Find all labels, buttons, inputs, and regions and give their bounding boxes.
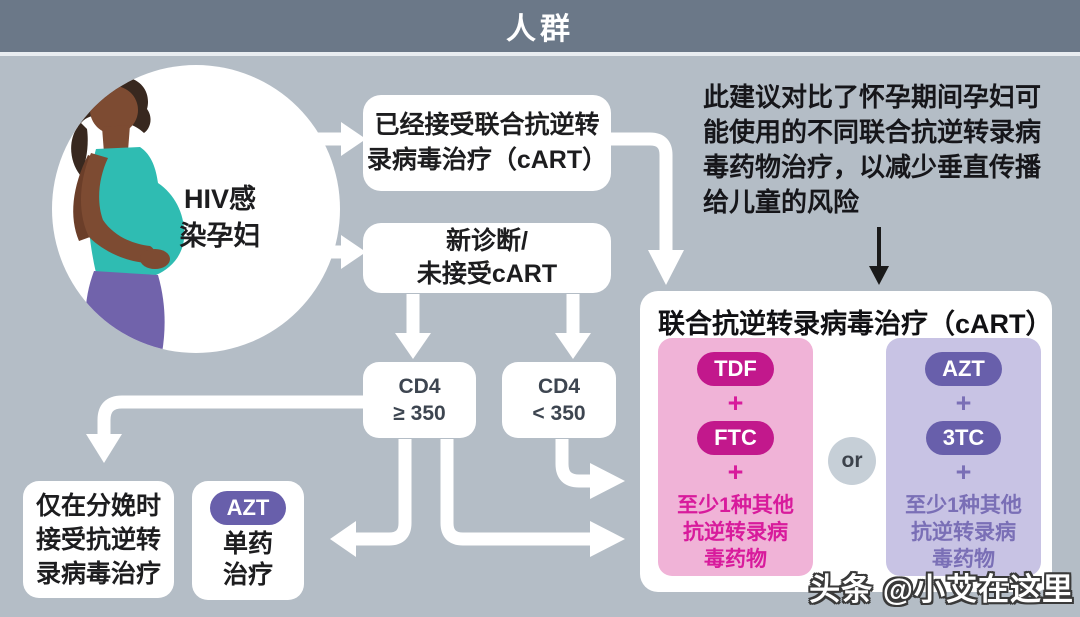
plus-sign: + [727, 388, 744, 418]
node-art-at-delivery-only: 仅在分娩时 接受抗逆转 录病毒治疗 [23, 481, 174, 598]
cart-option-b: AZT + 3TC + 至少1种其他 抗逆转录病 毒药物 [886, 338, 1041, 576]
arrowhead [555, 333, 591, 359]
node-newly-diagnosed: 新诊断/ 未接受cART [363, 223, 611, 293]
node-label: CD4 < 350 [532, 375, 586, 425]
node-label: 已经接受联合抗逆转 录病毒治疗（cART） [366, 111, 608, 174]
patient-label: HIV感 染孕妇 [179, 184, 261, 251]
hand [140, 249, 170, 269]
hair-curl [71, 123, 88, 175]
node-label: 新诊断/ 未接受cART [416, 227, 558, 288]
arrow-cd4high-to-delivery [97, 395, 364, 434]
arrowhead [86, 434, 122, 463]
azt-pill: AZT [925, 352, 1002, 386]
node-already-on-cart: 已经接受联合抗逆转 录病毒治疗（cART） [363, 95, 611, 191]
cart-title: 联合抗逆转录病毒治疗（cART） [658, 309, 1053, 339]
neck [102, 125, 130, 153]
tdf-pill: TDF [697, 352, 774, 386]
or-badge: or [828, 437, 876, 485]
arrow-oncart-to-cart [610, 132, 673, 252]
azt-pill: AZT [209, 490, 287, 525]
header-divider [0, 52, 1080, 56]
node-label: 仅在分娩时 接受抗逆转 录病毒治疗 [35, 491, 161, 588]
ftc-pill: FTC [697, 421, 774, 455]
plus-sign: + [955, 388, 972, 418]
arrowhead [341, 122, 366, 156]
arrow-cd4high-to-mono [356, 439, 412, 546]
arrow-cd4high-to-cart [440, 439, 590, 546]
other-drugs-label: 至少1种其他 抗逆转录病 毒药物 [905, 494, 1022, 571]
node-cd4-below-350: CD4 < 350 [502, 362, 616, 438]
arrowhead [590, 521, 625, 557]
arrowhead [869, 266, 889, 285]
node-azt-monotherapy: AZT 单药 治疗 [192, 481, 304, 600]
arrow-cd4low-to-cart [555, 439, 590, 488]
cart-option-a: TDF + FTC + 至少1种其他 抗逆转录病 毒药物 [658, 338, 813, 576]
recommendation-note: 此建议对比了怀孕期间孕妇可 能使用的不同联合抗逆转录病 毒药物治疗，以减少垂直传… [703, 82, 1042, 217]
pregnant-woman-illustration [71, 77, 185, 353]
arrowhead [395, 333, 431, 359]
plus-sign: + [727, 457, 744, 487]
arrowhead [648, 250, 684, 285]
front-arm [80, 153, 156, 263]
arrowhead [590, 463, 625, 499]
plus-sign: + [955, 457, 972, 487]
other-drugs-label: 至少1种其他 抗逆转录病 毒药物 [677, 494, 794, 571]
page-title: 人群 [506, 13, 574, 46]
arrowhead [341, 235, 366, 269]
watermark: 头条 @小艾在这里 [809, 572, 1074, 607]
arrowhead [330, 521, 356, 557]
3tc-pill: 3TC [925, 421, 1002, 455]
node-cd4-above-350: CD4 ≥ 350 [363, 362, 476, 438]
node-label: CD4 ≥ 350 [393, 375, 446, 425]
node-label: 单药 治疗 [222, 529, 273, 589]
header-bar: 人群 [0, 0, 1080, 52]
patient-circle [52, 65, 340, 353]
